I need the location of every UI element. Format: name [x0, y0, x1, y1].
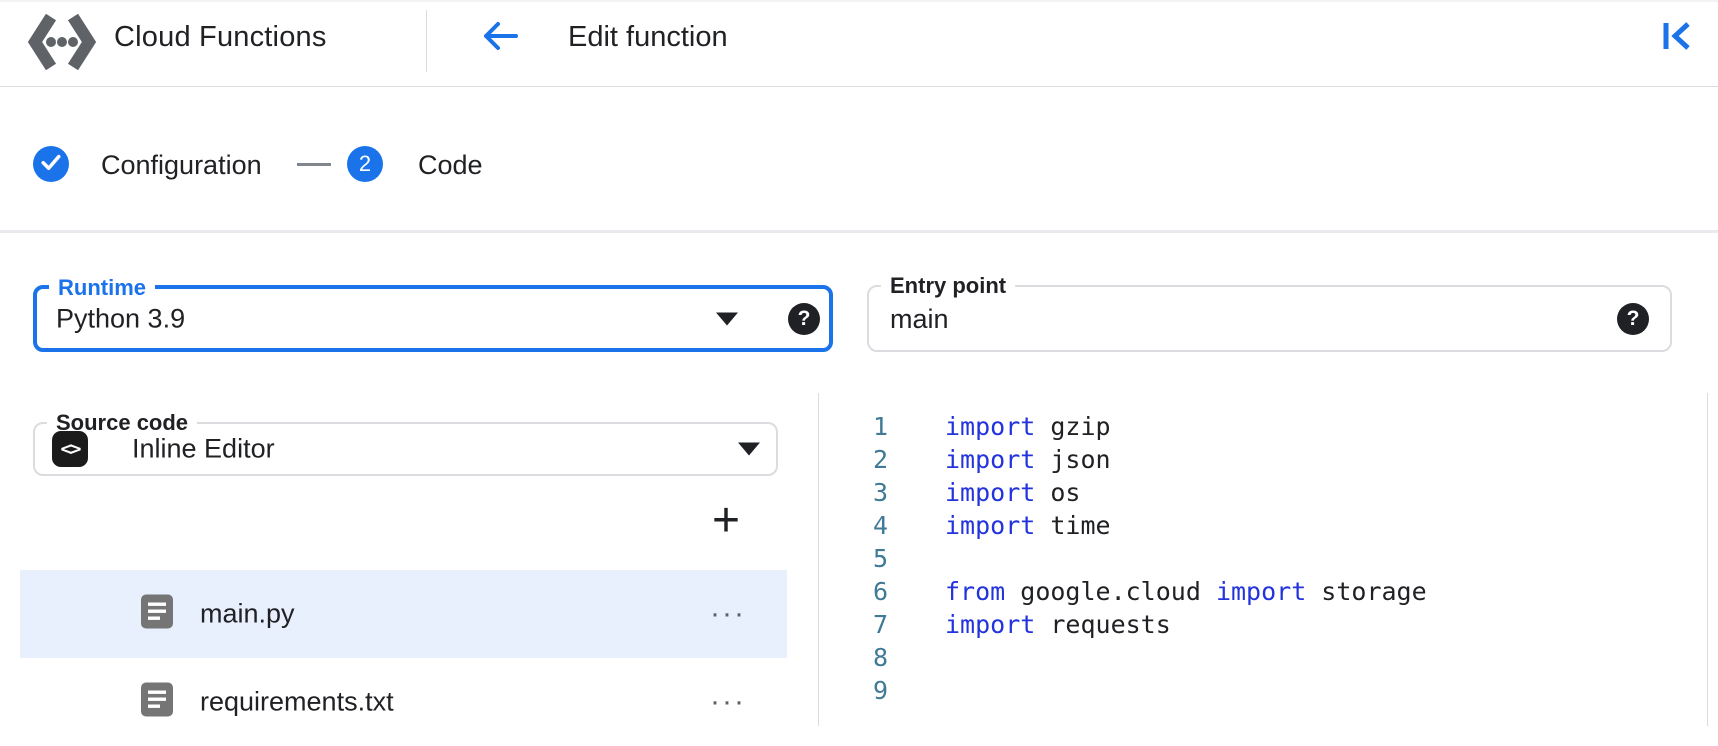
more-options-icon[interactable]: ··· — [710, 597, 746, 630]
step-configuration-indicator[interactable] — [33, 146, 69, 182]
line-number: 3 — [872, 478, 888, 507]
line-number: 4 — [872, 511, 888, 540]
line-number: 1 — [872, 412, 888, 441]
code-line[interactable]: 2 import json — [819, 443, 1707, 476]
code-line[interactable]: 8 — [819, 641, 1707, 674]
entry-point-field: Entry point ? — [867, 273, 1672, 352]
step-code-indicator[interactable]: 2 — [347, 146, 383, 182]
file-name: requirements.txt — [200, 686, 394, 717]
code-text: import requests — [945, 610, 1171, 639]
collapse-panel-button[interactable] — [1656, 18, 1700, 58]
line-number: 6 — [872, 577, 888, 606]
line-number: 2 — [872, 445, 888, 474]
step-configuration-label[interactable]: Configuration — [101, 150, 262, 180]
code-line[interactable]: 7 import requests — [819, 608, 1707, 641]
collapse-panel-icon — [1661, 19, 1695, 58]
step-code-label[interactable]: Code — [418, 150, 483, 180]
code-text — [888, 674, 945, 707]
code-line[interactable]: 6 from google.cloud import storage — [819, 575, 1707, 608]
code-line[interactable]: 1 import gzip — [819, 410, 1707, 443]
code-editor[interactable]: 1 import gzip 2 import json 3 import os 4 impor… — [819, 410, 1707, 707]
code-text: from google.cloud import storage — [945, 577, 1427, 606]
section-divider — [0, 230, 1718, 233]
add-file-button[interactable]: + — [711, 493, 741, 547]
code-text — [888, 542, 945, 575]
code-brackets-icon: <> — [52, 431, 88, 467]
source-code-value: Inline Editor — [132, 433, 275, 464]
step-code-number: 2 — [358, 151, 372, 176]
editor-right-border — [1707, 393, 1708, 726]
line-number: 7 — [872, 610, 888, 639]
code-line[interactable]: 3 import os — [819, 476, 1707, 509]
chevron-down-icon[interactable] — [716, 312, 738, 325]
code-text: import os — [945, 478, 1081, 507]
file-name: main.py — [200, 598, 295, 629]
code-line[interactable]: 9 — [819, 674, 1707, 707]
product-name: Cloud Functions — [114, 21, 327, 53]
line-number: 9 — [872, 676, 888, 705]
file-document-icon — [140, 593, 174, 636]
code-line[interactable]: 4 import time — [819, 509, 1707, 542]
source-code-select[interactable]: Source code <> Inline Editor — [33, 410, 778, 476]
file-row-requirements-txt[interactable]: requirements.txt ··· — [20, 658, 787, 746]
code-text: import json — [945, 445, 1111, 474]
code-text — [888, 641, 945, 674]
back-button[interactable] — [478, 16, 522, 60]
chevron-down-icon[interactable] — [738, 442, 760, 456]
editor-scrollbar[interactable] — [1708, 393, 1718, 726]
runtime-select[interactable]: Runtime Python 3.9 ? — [33, 275, 833, 352]
runtime-value: Python 3.9 — [56, 303, 186, 333]
app-header: Cloud Functions Edit function — [0, 0, 1718, 87]
entry-point-input[interactable] — [888, 287, 1592, 352]
more-options-icon[interactable]: ··· — [710, 685, 746, 718]
runtime-label: Runtime — [49, 275, 155, 301]
code-text: import gzip — [945, 412, 1111, 441]
editor-pane-divider — [818, 393, 819, 726]
file-document-icon — [140, 681, 174, 724]
page-title: Edit function — [568, 21, 728, 53]
check-icon — [37, 148, 65, 181]
entry-point-help-icon[interactable]: ? — [1617, 302, 1649, 335]
code-text: import time — [945, 511, 1111, 540]
file-row-main-py[interactable]: main.py ··· — [20, 570, 787, 658]
line-number: 8 — [872, 643, 888, 672]
arrow-left-icon — [481, 17, 519, 60]
code-line[interactable]: 5 — [819, 542, 1707, 575]
runtime-help-icon[interactable]: ? — [788, 302, 820, 335]
cloud-functions-logo-icon — [26, 13, 98, 71]
header-divider — [426, 10, 427, 72]
line-number: 5 — [872, 544, 888, 573]
stepper-connector — [297, 163, 331, 166]
source-code-label: Source code — [47, 410, 198, 436]
